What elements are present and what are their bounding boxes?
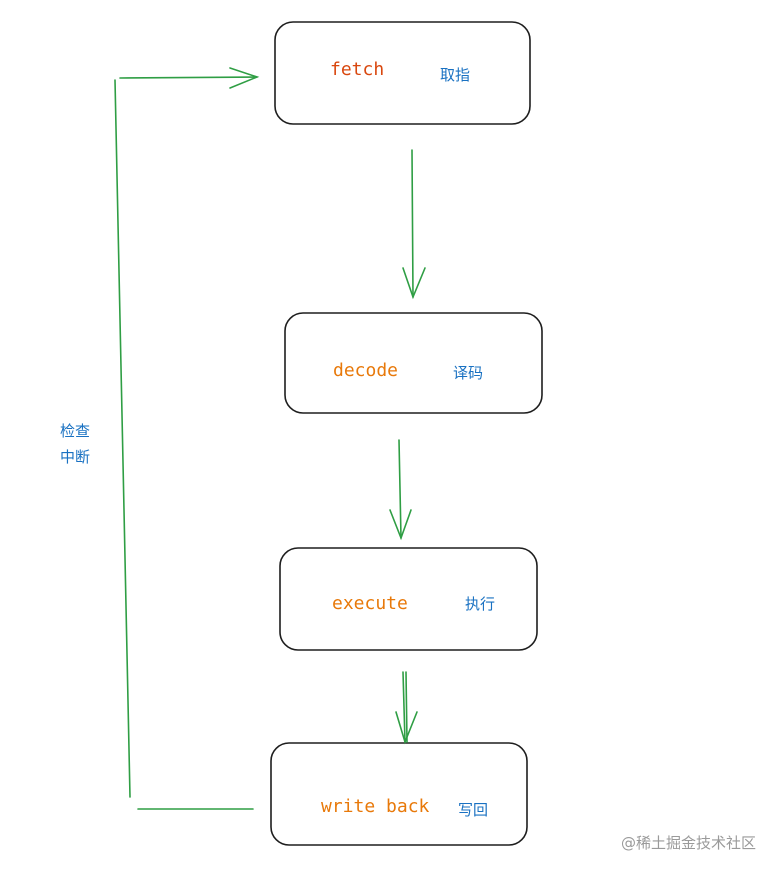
arrow-loop-back <box>114 67 260 810</box>
box-fetch <box>274 21 531 125</box>
watermark: @稀土掘金技术社区 <box>620 834 756 852</box>
stage-fetch: fetch <box>330 59 385 80</box>
arrow-execute-to-write-back <box>395 671 418 745</box>
stage-fetch-label: 取指 <box>440 66 471 84</box>
stage-decode-label: 译码 <box>453 364 484 382</box>
box-write-back <box>270 742 528 846</box>
stage-execute: execute <box>332 593 408 614</box>
stage-write-back: write back <box>321 796 430 817</box>
box-decode <box>284 312 543 414</box>
arrow-decode-to-execute <box>389 439 412 541</box>
stage-write-back-label: 写回 <box>458 801 489 819</box>
arrow-fetch-to-decode <box>402 149 426 300</box>
loop-label-check: 检查 <box>60 422 91 440</box>
box-execute <box>279 547 538 651</box>
loop-label-interrupt: 中断 <box>60 448 91 466</box>
stage-decode: decode <box>333 360 399 381</box>
stage-execute-label: 执行 <box>465 595 496 613</box>
